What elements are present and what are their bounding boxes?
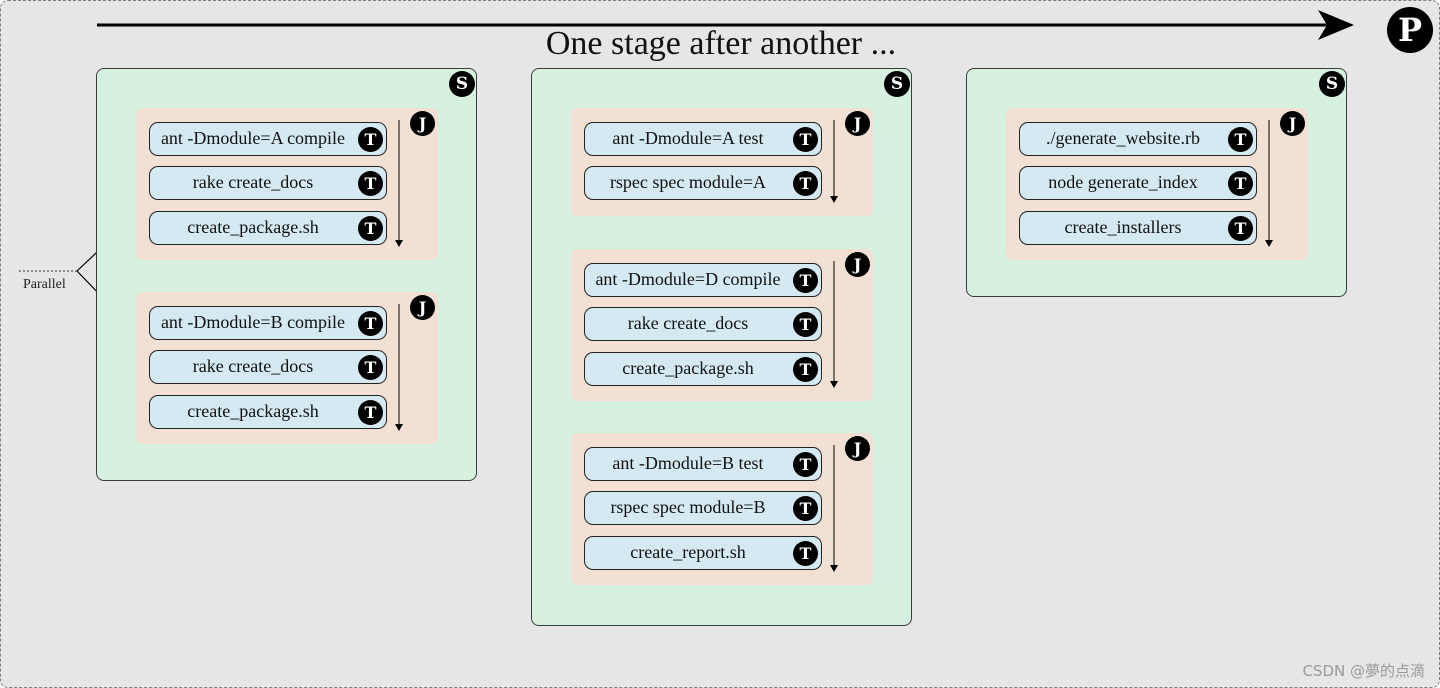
task: create_package.sh T <box>149 395 387 429</box>
task-badge-icon: T <box>793 127 818 152</box>
task-label: create_package.sh <box>187 217 319 237</box>
stage-badge-icon: S <box>1319 71 1345 97</box>
task: rspec spec module=B T <box>584 491 822 525</box>
task: ./generate_website.rb T <box>1019 122 1257 156</box>
task-label: rake create_docs <box>627 313 749 333</box>
task-label: rspec spec module=B <box>610 497 766 517</box>
task: rspec spec module=A T <box>584 166 822 200</box>
task: rake create_docs T <box>149 166 387 200</box>
task-label: rake create_docs <box>192 172 314 192</box>
task: ant -Dmodule=A test T <box>584 122 822 156</box>
task-label: ant -Dmodule=A compile <box>160 128 346 148</box>
job-badge-icon: J <box>845 252 870 277</box>
task: ant -Dmodule=A compile T <box>149 122 387 156</box>
task-label: rspec spec module=A <box>609 172 767 192</box>
task-label: create_installers <box>1064 217 1182 237</box>
task-label: create_report.sh <box>630 542 746 562</box>
task-label: node generate_index <box>1048 172 1198 192</box>
task: create_package.sh T <box>584 352 822 386</box>
job-badge-icon: J <box>845 111 870 136</box>
job-sequence-arrow <box>830 120 838 203</box>
job-sequence-arrow <box>395 304 403 431</box>
task-badge-icon: T <box>793 541 818 566</box>
task-label: ant -Dmodule=B test <box>612 453 764 473</box>
task: node generate_index T <box>1019 166 1257 200</box>
parallel-label: Parallel <box>23 277 66 292</box>
task: create_report.sh T <box>584 536 822 570</box>
task: create_package.sh T <box>149 211 387 245</box>
task: create_installers T <box>1019 211 1257 245</box>
task-badge-icon: T <box>1228 127 1253 152</box>
task-badge-icon: T <box>358 400 383 425</box>
job-sequence-arrow <box>395 120 403 247</box>
task: ant -Dmodule=B test T <box>584 447 822 481</box>
task-badge-icon: T <box>358 311 383 336</box>
stage-badge-icon: S <box>884 71 910 97</box>
task-badge-icon: T <box>358 171 383 196</box>
task: ant -Dmodule=D compile T <box>584 263 822 297</box>
job-sequence-arrow <box>830 261 838 388</box>
job-badge-icon: J <box>845 436 870 461</box>
task-badge-icon: T <box>793 357 818 382</box>
watermark: CSDN @夢的点滴 <box>1302 662 1425 680</box>
task-badge-icon: T <box>1228 171 1253 196</box>
task-label: ant -Dmodule=D compile <box>595 269 781 289</box>
task-label: create_package.sh <box>622 358 754 378</box>
job-sequence-arrow <box>830 445 838 572</box>
task-badge-icon: T <box>358 127 383 152</box>
task-label: rake create_docs <box>192 356 314 376</box>
job-sequence-arrow <box>1265 120 1273 247</box>
job-badge-icon: J <box>410 295 435 320</box>
task-badge-icon: T <box>793 312 818 337</box>
task-label: ant -Dmodule=A test <box>612 128 764 148</box>
task-badge-icon: T <box>358 216 383 241</box>
stage-badge-icon: S <box>449 71 475 97</box>
task-badge-icon: T <box>358 355 383 380</box>
task-badge-icon: T <box>793 268 818 293</box>
job-badge-icon: J <box>410 111 435 136</box>
task-badge-icon: T <box>793 171 818 196</box>
task: rake create_docs T <box>584 307 822 341</box>
task-badge-icon: T <box>793 496 818 521</box>
task: rake create_docs T <box>149 350 387 384</box>
task-badge-icon: T <box>1228 216 1253 241</box>
task-badge-icon: T <box>793 452 818 477</box>
task-label: create_package.sh <box>187 401 319 421</box>
task: ant -Dmodule=B compile T <box>149 306 387 340</box>
pipeline-title: One stage after another ... <box>545 25 897 62</box>
task-label: ./generate_website.rb <box>1046 128 1200 148</box>
task-label: ant -Dmodule=B compile <box>160 312 346 332</box>
job-badge-icon: J <box>1280 111 1305 136</box>
pipeline-badge-icon: P <box>1387 7 1433 53</box>
